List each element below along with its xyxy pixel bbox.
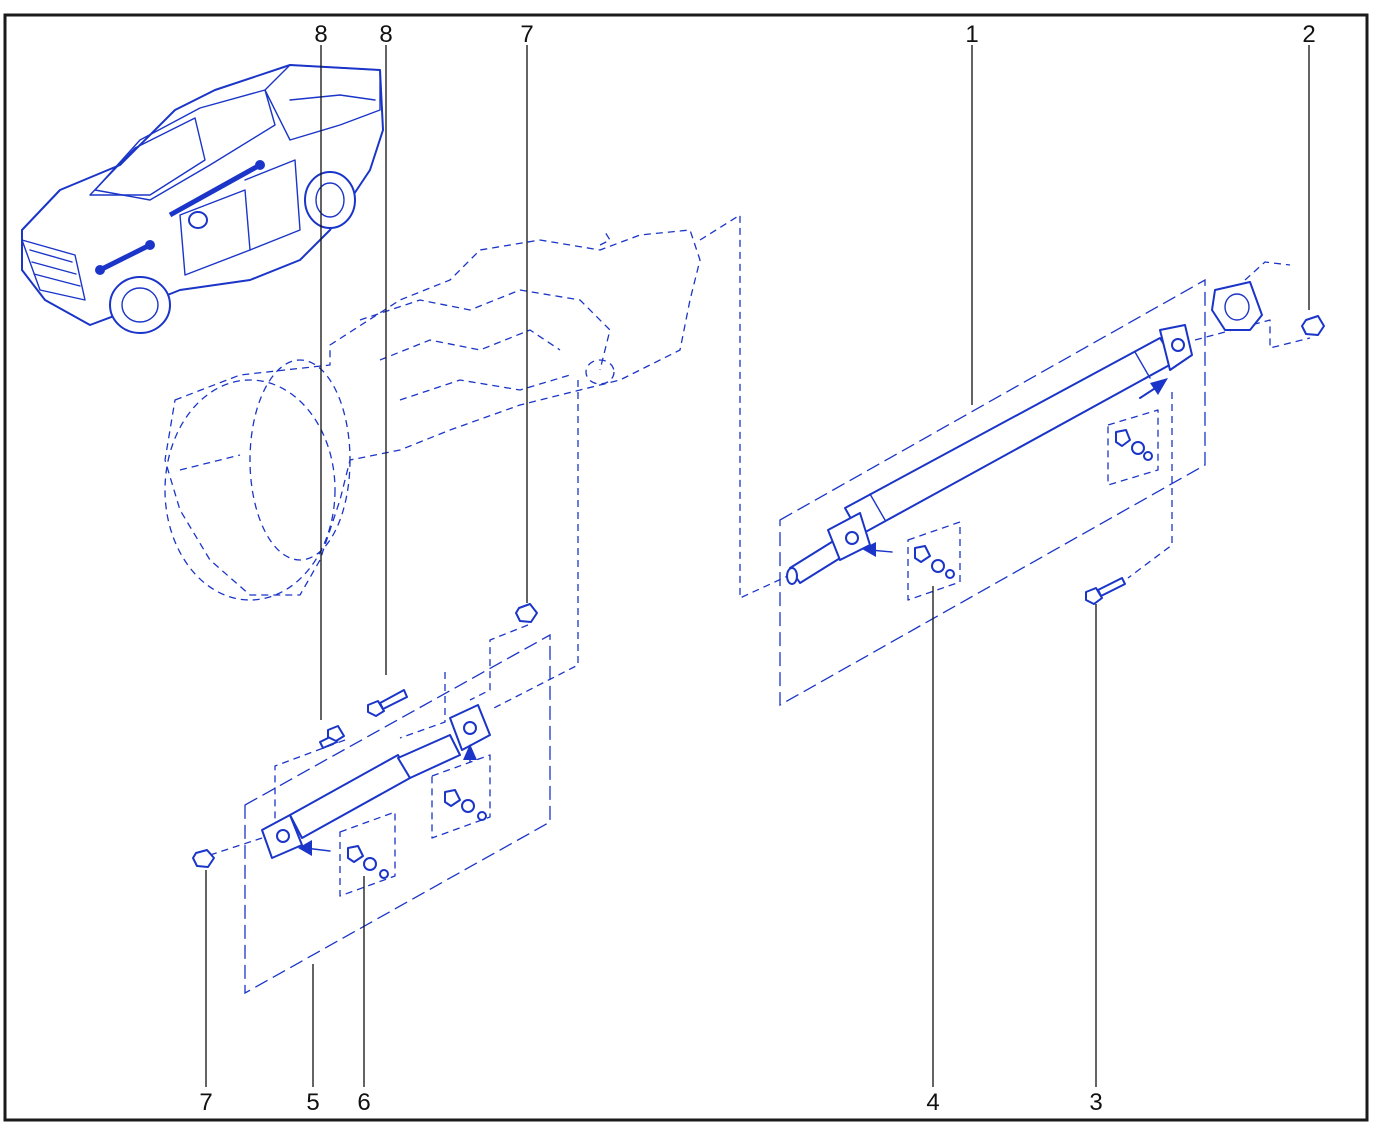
universal-joint-kit-icon <box>339 811 396 897</box>
callout-number-top-4: 1 <box>965 21 978 48</box>
callout-number-bottom-3: 6 <box>357 1089 370 1116</box>
flange-nut <box>192 849 215 868</box>
front-propeller-shaft <box>261 704 491 859</box>
front-shaft-group-box <box>244 633 551 995</box>
universal-joint-kit-icon <box>1107 409 1159 486</box>
universal-joint-kit-icon <box>907 521 961 601</box>
rear-shaft-group-box <box>779 278 1206 707</box>
diagram-frame <box>3 13 1369 1122</box>
transmission-outline <box>164 229 701 601</box>
callout-number-bottom-5: 3 <box>1089 1089 1102 1116</box>
flange-nut <box>515 603 538 623</box>
rear-propeller-shaft <box>786 261 1291 585</box>
flange-bolt <box>1085 577 1126 605</box>
callout-number-top-2: 8 <box>379 21 392 48</box>
callout-number-top-1: 8 <box>314 21 327 48</box>
guide-lines <box>209 214 1311 856</box>
callout-number-top-3: 7 <box>520 21 533 48</box>
callout-number-bottom-2: 5 <box>306 1089 319 1116</box>
flange-bolt <box>367 689 408 717</box>
callout-number-bottom-1: 7 <box>199 1089 212 1116</box>
callout-leaders <box>205 45 1310 1087</box>
callout-number-bottom-4: 4 <box>926 1089 939 1116</box>
flange-nut <box>1301 315 1325 336</box>
callout-number-top-5: 2 <box>1302 21 1315 48</box>
flange-bolt <box>319 725 345 749</box>
universal-joint-kit-icon <box>431 754 491 839</box>
pickup-truck-locator-icon <box>21 64 384 334</box>
